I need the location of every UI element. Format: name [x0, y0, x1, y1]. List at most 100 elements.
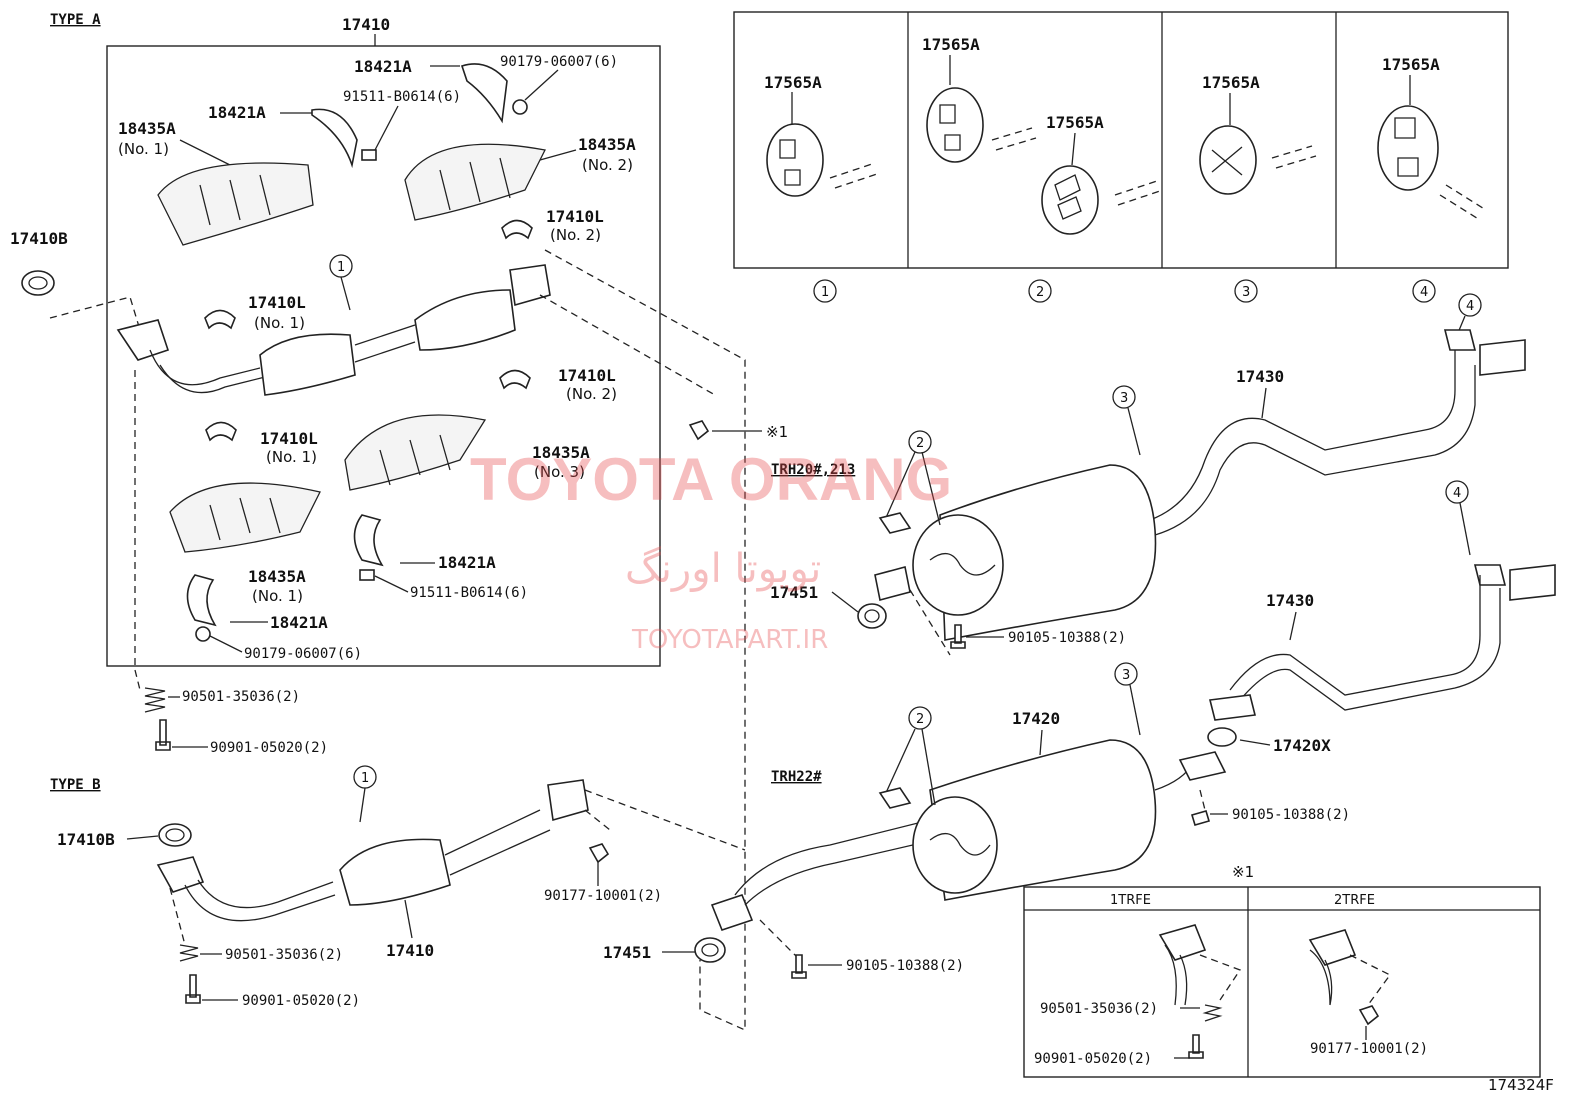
label-note-90901: 90901-05020(2) [1034, 1051, 1152, 1067]
flange-17451-lower [710, 894, 754, 931]
bracket-17410l-no2b [499, 369, 531, 390]
note-col-2trfe: 2TRFE [1334, 893, 1375, 908]
clamp-18421a-2 [311, 108, 358, 169]
label-17410-main: 17410 [342, 15, 390, 34]
muffler-lower-end [912, 796, 998, 894]
nut-note-90177 [1358, 1005, 1380, 1026]
label-17430-bot: 17430 [1266, 591, 1314, 610]
label-90501-b: 90501-35036(2) [225, 947, 343, 963]
label-note-90501: 90501-35036(2) [1040, 1001, 1158, 1017]
label-17410l-no1b: 17410L [260, 429, 318, 448]
callout-1-hanger: 1 [821, 285, 829, 300]
label-18435a-no2-sub: (No. 2) [582, 156, 633, 174]
bolt-90105-lower [791, 954, 807, 979]
callout-3-upper: 3 [1120, 391, 1128, 406]
label-90105-mid: 90105-10388(2) [1232, 807, 1350, 823]
bolt-90901-a [155, 719, 171, 751]
note-box-marker: ※1 [1232, 863, 1254, 881]
type-a-frame [106, 45, 661, 667]
label-18435a-no3: 18435A [532, 443, 590, 462]
callout-3-hanger: 3 [1242, 285, 1250, 300]
bolt-note-90901 [1188, 1034, 1204, 1059]
callout-2-upper: 2 [916, 436, 924, 451]
label-91511-top: 91511-B0614(6) [343, 89, 461, 105]
clamp-18421a-1 [460, 63, 508, 124]
bracket-17410l-no1b [205, 421, 237, 442]
bolt-91511-bot [359, 569, 375, 581]
label-note-90177: 90177-10001(2) [1310, 1041, 1428, 1057]
label-17420x: 17420X [1273, 736, 1331, 755]
watermark-persian: تویوتا اورنگ [625, 546, 821, 592]
muffler-upper-end [912, 514, 1004, 616]
callout-1-type-b: 1 [361, 771, 369, 786]
flange-2-type-a [509, 264, 551, 307]
label-hanger-2b: 17565A [1046, 113, 1104, 132]
label-91511-bot: 91511-B0614(6) [410, 585, 528, 601]
hanger-bracket-upper [1443, 329, 1477, 351]
note-x1-marker: ※1 [766, 423, 788, 441]
flange-note-2trfe [1308, 929, 1357, 966]
flange-type-a [116, 319, 170, 361]
label-90901-a: 90901-05020(2) [210, 740, 328, 756]
callout-1-type-a: 1 [337, 260, 345, 275]
gasket-17410b-b [158, 823, 192, 847]
label-trh20: TRH20#,213 [771, 462, 855, 478]
bracket-17410l-no1a [204, 309, 236, 330]
label-18421a-1: 18421A [354, 57, 412, 76]
hanger-table [733, 11, 1509, 269]
label-18435a-no1-sub: (No. 1) [118, 140, 169, 158]
type-a-title: TYPE A [50, 12, 101, 28]
label-18435a-no1b: 18435A [248, 567, 306, 586]
hanger-bracket-lower [1473, 564, 1507, 586]
label-18421a-2: 18421A [208, 103, 266, 122]
label-90901-b: 90901-05020(2) [242, 993, 360, 1009]
label-90179-bot: 90179-06007(6) [244, 646, 362, 662]
label-17451-lower: 17451 [603, 943, 651, 962]
spring-90501-a [144, 687, 166, 713]
nut-90179-bot [195, 626, 211, 642]
label-17410l-no1a: 17410L [248, 293, 306, 312]
flange-note-1trfe [1158, 924, 1207, 961]
bolt-91511-top [361, 149, 377, 161]
label-17451-upper: 17451 [770, 583, 818, 602]
spring-note [1202, 1004, 1223, 1022]
label-17410b-b: 17410B [57, 830, 115, 849]
hanger-3 [1199, 125, 1257, 195]
label-18421a-4: 18421A [270, 613, 328, 632]
callout-4-lower: 4 [1453, 486, 1461, 501]
label-17410l-no2b: 17410L [558, 366, 616, 385]
gasket-17410b-a [21, 270, 55, 296]
type-b-title: TYPE B [50, 777, 101, 793]
label-90179-top: 90179-06007(6) [500, 54, 618, 70]
converter-2-type-a [414, 289, 516, 351]
label-90105-upper: 90105-10388(2) [1008, 630, 1126, 646]
callout-2-lower: 2 [916, 712, 924, 727]
nut-90179-top [512, 99, 528, 115]
converter-1-type-a [259, 333, 356, 396]
label-18435a-no3-sub: (No. 3) [534, 463, 585, 481]
bolt-90105-mid [1191, 810, 1210, 826]
flange-17430-lower [1209, 694, 1256, 721]
figure-code: 174324F [1488, 1076, 1554, 1094]
label-trh22: TRH22# [771, 769, 822, 785]
label-17410l-no1a-sub: (No. 1) [254, 314, 305, 332]
label-18435a-no2: 18435A [578, 135, 636, 154]
callout-2-hanger: 2 [1036, 285, 1044, 300]
watermark-site: TOYOTAPART.IR [631, 625, 828, 655]
label-hanger-2a: 17565A [922, 35, 980, 54]
bracket-17410l-no2a [501, 219, 533, 240]
hanger-1 [766, 123, 824, 197]
bolt-90901-b [185, 974, 201, 1004]
label-17410b-a: 17410B [10, 229, 68, 248]
hanger-bracket-upper-2 [878, 512, 912, 534]
watermark-brand: TOYOTA ORANG [470, 446, 952, 513]
tailpipe-upper [1479, 339, 1526, 376]
label-90501-a: 90501-35036(2) [182, 689, 300, 705]
flange-17420-outlet [1178, 751, 1227, 781]
label-17410l-no2a: 17410L [546, 207, 604, 226]
label-hanger-1: 17565A [764, 73, 822, 92]
label-17420: 17420 [1012, 709, 1060, 728]
flange-2-type-b [547, 779, 589, 822]
label-90177-b: 90177-10001(2) [544, 888, 662, 904]
